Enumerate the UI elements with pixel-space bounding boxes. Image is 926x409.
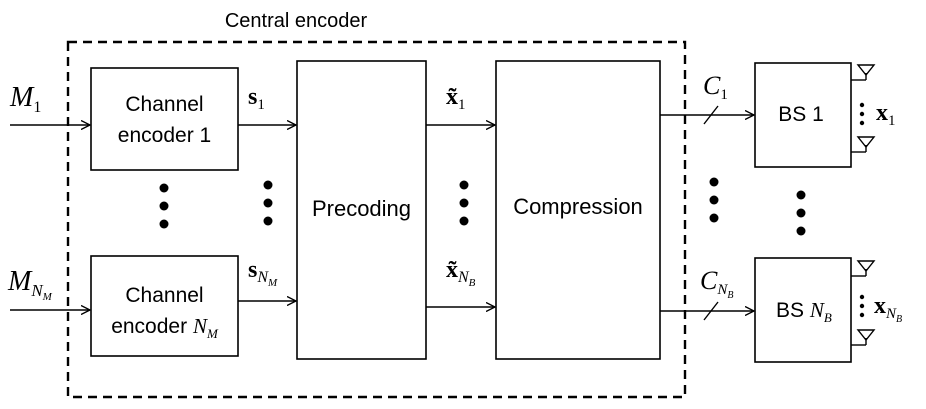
c1-label: C1 <box>703 71 728 103</box>
input-mn-label: MNM <box>7 266 53 303</box>
s1-label: s1 <box>248 84 265 113</box>
input-mn-sub-var: N <box>30 281 44 300</box>
xt1-var: x̃ <box>446 84 458 110</box>
bs-1-block: BS 1 <box>754 62 852 168</box>
x1-sub: 1 <box>888 113 896 129</box>
c1-sub: 1 <box>720 87 728 103</box>
input-mn-sub-sub: M <box>42 291 53 303</box>
cn-var: C <box>700 266 718 295</box>
s1-sub: 1 <box>257 97 265 113</box>
sn-sub-sub: M <box>267 277 278 289</box>
channel-encoder-n-var: N <box>192 314 208 338</box>
fronthaul-ellipsis <box>709 177 719 223</box>
xn-sub-sub: B <box>896 314 902 325</box>
input-m1-var: M <box>9 82 35 113</box>
bs-n-antenna-ellipsis <box>859 294 865 318</box>
xn-label: xNB <box>874 293 902 325</box>
bs-n-antenna-bottom <box>851 329 876 346</box>
x1-var: x <box>876 100 888 126</box>
fronthaul-n-slash <box>703 301 719 321</box>
channel-encoder-n-prefix: encoder <box>111 315 193 338</box>
channel-encoder-n-block: Channel encoder NM <box>90 255 239 357</box>
cn-label: CNB <box>700 266 733 301</box>
cn-sub-var: N <box>716 282 728 298</box>
channel-encoder-1-label-line2: encoder 1 <box>118 124 211 147</box>
precoding-block: Precoding <box>296 60 427 360</box>
encoder-ellipsis <box>159 183 169 229</box>
channel-encoder-n-label-line1: Channel <box>125 284 203 307</box>
xtn-sub-var: N <box>457 269 470 286</box>
bs-n-antenna-top <box>851 260 876 277</box>
xt1-label: x̃1 <box>446 84 466 113</box>
xtn-var: x̃ <box>446 257 458 283</box>
bs-1-antenna-top <box>851 64 876 81</box>
bs-1-label: BS 1 <box>778 103 824 126</box>
signal-s-ellipsis <box>263 180 273 226</box>
bs-n-block: BS NB <box>754 257 852 363</box>
cn-sub-sub: B <box>727 290 733 301</box>
channel-encoder-n-label-line2: encoder NM <box>111 314 219 341</box>
sn-var: s <box>248 257 257 283</box>
bs-1-antenna-bottom <box>851 136 876 153</box>
xn-var: x <box>874 293 886 319</box>
x1-label: x1 <box>876 100 896 129</box>
bs-n-var: N <box>809 298 825 322</box>
xt1-sub: 1 <box>458 97 466 113</box>
xn-sub-var: N <box>885 306 897 322</box>
xtn-label: x̃NB <box>446 257 476 289</box>
bs-ellipsis <box>796 190 806 236</box>
s1-var: s <box>248 84 257 110</box>
compression-label: Compression <box>513 194 643 219</box>
central-encoder-title: Central encoder <box>225 10 368 32</box>
precoding-label: Precoding <box>312 196 411 221</box>
signal-xt-ellipsis <box>459 180 469 226</box>
channel-encoder-1-label-line1: Channel <box>125 93 203 116</box>
channel-encoder-n-sub: M <box>206 326 219 341</box>
c1-var: C <box>703 71 721 100</box>
xtn-sub-sub: B <box>469 277 476 289</box>
bs-n-prefix: BS <box>776 299 810 322</box>
bs-n-sub: B <box>824 310 832 325</box>
central-encoder-boundary <box>66 40 687 399</box>
input-m1-sub: 1 <box>33 99 41 116</box>
channel-encoder-1-block: Channel encoder 1 <box>90 67 239 171</box>
compression-block: Compression <box>495 60 661 360</box>
sn-label: sNM <box>248 257 278 289</box>
input-mn-var: M <box>7 266 33 297</box>
fronthaul-1-slash <box>703 105 719 125</box>
input-m1-label: M1 <box>9 82 41 116</box>
sn-sub-var: N <box>256 269 269 286</box>
bs-n-label: BS NB <box>776 298 832 325</box>
bs-1-antenna-ellipsis <box>859 102 865 126</box>
